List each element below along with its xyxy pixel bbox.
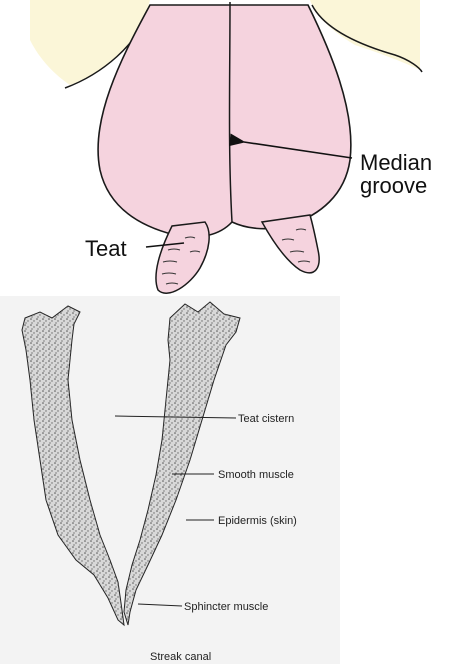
teat-label: Teat [85,236,127,261]
median-groove-label-line1: Median [360,150,432,175]
udder-diagram: Median groove Teat [30,0,432,293]
teat-cross-section: Teat cistern Smooth muscle Epidermis (sk… [0,296,340,664]
udder-outline [98,5,351,237]
epidermis-label: Epidermis (skin) [218,515,297,527]
teat-cistern-label: Teat cistern [238,413,294,425]
teat-right [262,215,319,273]
smooth-muscle-label: Smooth muscle [218,469,294,481]
streak-canal-label: Streak canal [150,651,211,663]
median-groove-label-line2: groove [360,173,427,198]
sphincter-muscle-label: Sphincter muscle [184,601,268,613]
